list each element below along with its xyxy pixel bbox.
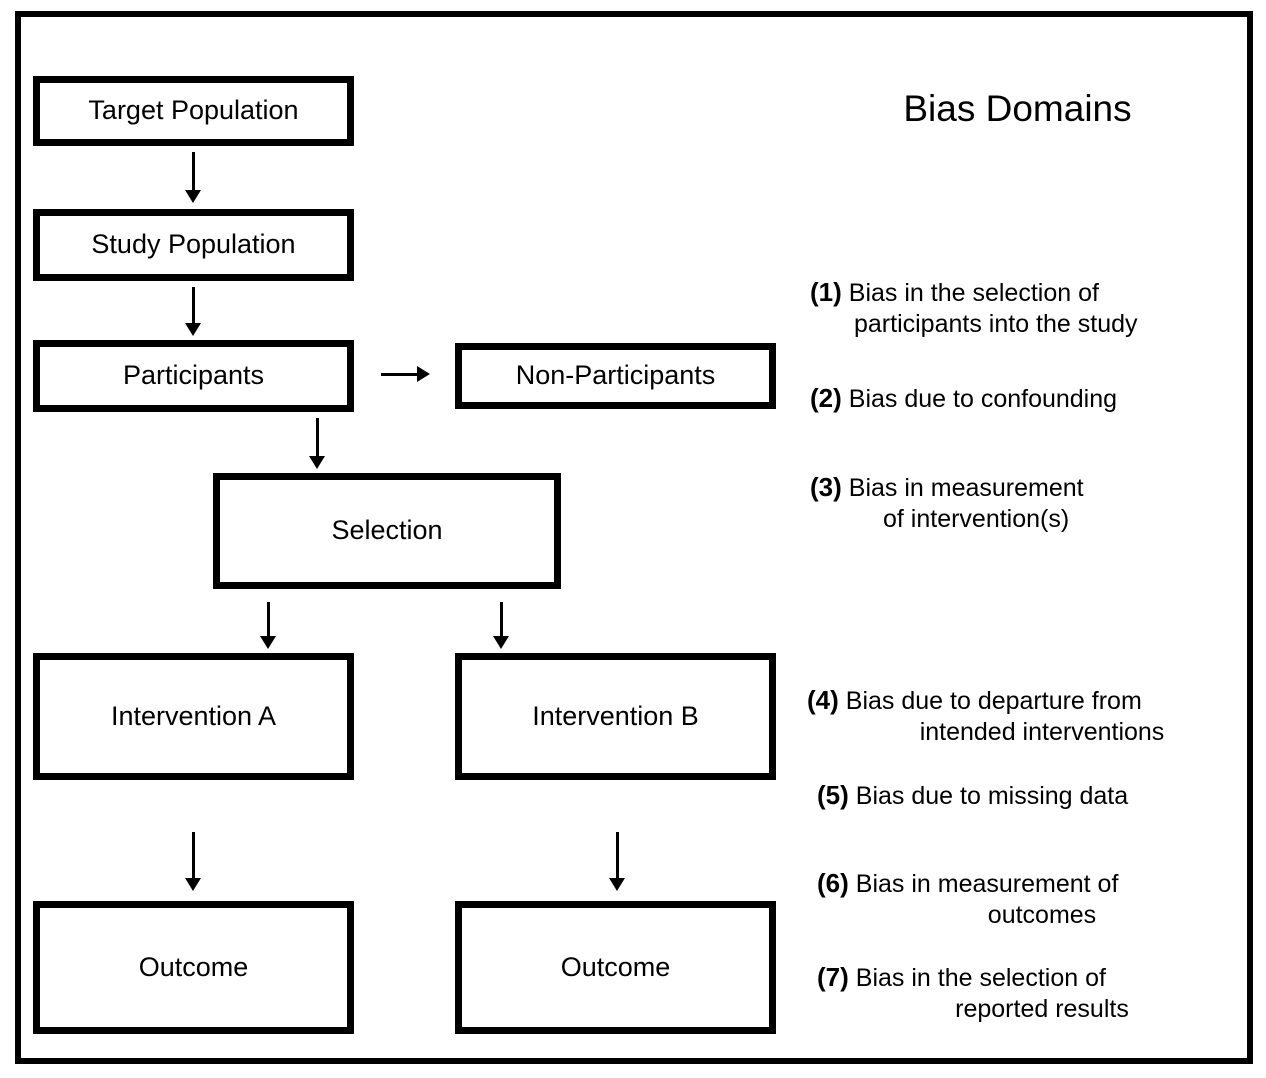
arrow-head [493,636,509,649]
arrow-down-icon [605,832,629,894]
bias-domain-line1-4: Bias due to departure from [845,687,1142,715]
node-non-participants: Non-Participants [455,343,776,409]
bias-domain-item-3: (3)Bias in measurement of intervention(s… [810,472,1250,534]
bias-domain-line2-6: outcomes [987,900,1097,929]
arrow-down-icon [256,602,280,650]
bias-domains-panel: Bias Domains (1)Bias in the selection of… [795,88,1240,1023]
arrow-down-icon [181,287,205,337]
bias-domain-number-1: (1) [810,277,842,307]
bias-domain-item-5: (5)Bias due to missing data [817,780,1257,812]
bias-domains-title: Bias Domains [903,88,1132,129]
arrow-head [185,190,201,203]
bias-domain-item-4: (4)Bias due to departure from intended i… [807,685,1247,747]
bias-domain-line1-1: Bias in the selection of [848,279,1099,307]
bias-domain-number-4: (4) [807,685,839,715]
arrow-head [309,456,325,469]
bias-domain-number-3: (3) [810,472,842,502]
bias-domain-line2-1: participants into the study [854,309,1138,338]
node-non-participants-label: Non-Participants [515,360,716,391]
bias-domain-line1-2: Bias due to confounding [848,385,1118,413]
bias-domain-line2-7: reported results [955,994,1129,1023]
bias-domain-line1-3: Bias in measurement [848,474,1084,502]
node-intervention-a: Intervention A [33,653,354,780]
arrow-shaft [381,373,419,376]
arrow-shaft [192,832,195,880]
node-outcome-a-label: Outcome [138,951,249,982]
node-participants: Participants [33,340,354,412]
arrow-down-icon [181,832,205,894]
node-outcome-b-label: Outcome [560,951,671,982]
arrow-down-icon [181,152,205,204]
arrow-shaft [616,832,619,880]
arrow-head [185,878,201,891]
arrow-shaft [267,602,270,638]
arrow-head [609,878,625,891]
arrow-shaft [500,602,503,638]
bias-domain-item-7: (7)Bias in the selection of reported res… [817,962,1257,1024]
bias-domain-item-6: (6)Bias in measurement of outcomes [817,868,1257,930]
bias-domain-number-5: (5) [817,780,849,810]
arrow-shaft [192,152,195,192]
bias-domain-line1-7: Bias in the selection of [855,964,1106,992]
bias-domain-line2-3: of intervention(s) [883,504,1070,533]
arrow-head [417,366,430,382]
arrow-right-icon [381,365,431,385]
node-outcome-a: Outcome [33,901,354,1034]
arrow-head [260,636,276,649]
bias-domain-line2-4: intended interventions [919,717,1165,746]
bias-domain-line1-5: Bias due to missing data [855,782,1129,810]
node-selection-label: Selection [331,515,443,546]
arrow-shaft [192,287,195,325]
bias-domain-number-6: (6) [817,868,849,898]
bias-domain-number-2: (2) [810,383,842,413]
arrow-shaft [316,418,319,458]
node-selection: Selection [213,473,561,589]
node-study-population-label: Study Population [91,229,296,260]
node-target-population: Target Population [33,76,354,146]
node-intervention-b: Intervention B [455,653,776,780]
arrow-head [185,323,201,336]
node-participants-label: Participants [122,360,265,391]
bias-domain-line1-6: Bias in measurement of [855,870,1119,898]
arrow-down-icon [305,418,329,470]
node-target-population-label: Target Population [88,95,299,126]
arrow-down-icon [489,602,513,650]
bias-domain-number-7: (7) [817,962,849,992]
bias-domain-item-2: (2)Bias due to confounding [810,383,1250,415]
bias-domain-item-1: (1)Bias in the selection of participants… [810,277,1250,339]
node-intervention-b-label: Intervention B [532,700,699,731]
node-intervention-a-label: Intervention A [110,700,277,731]
node-study-population: Study Population [33,209,354,281]
diagram-border [15,11,1253,1064]
node-outcome-b: Outcome [455,901,776,1034]
